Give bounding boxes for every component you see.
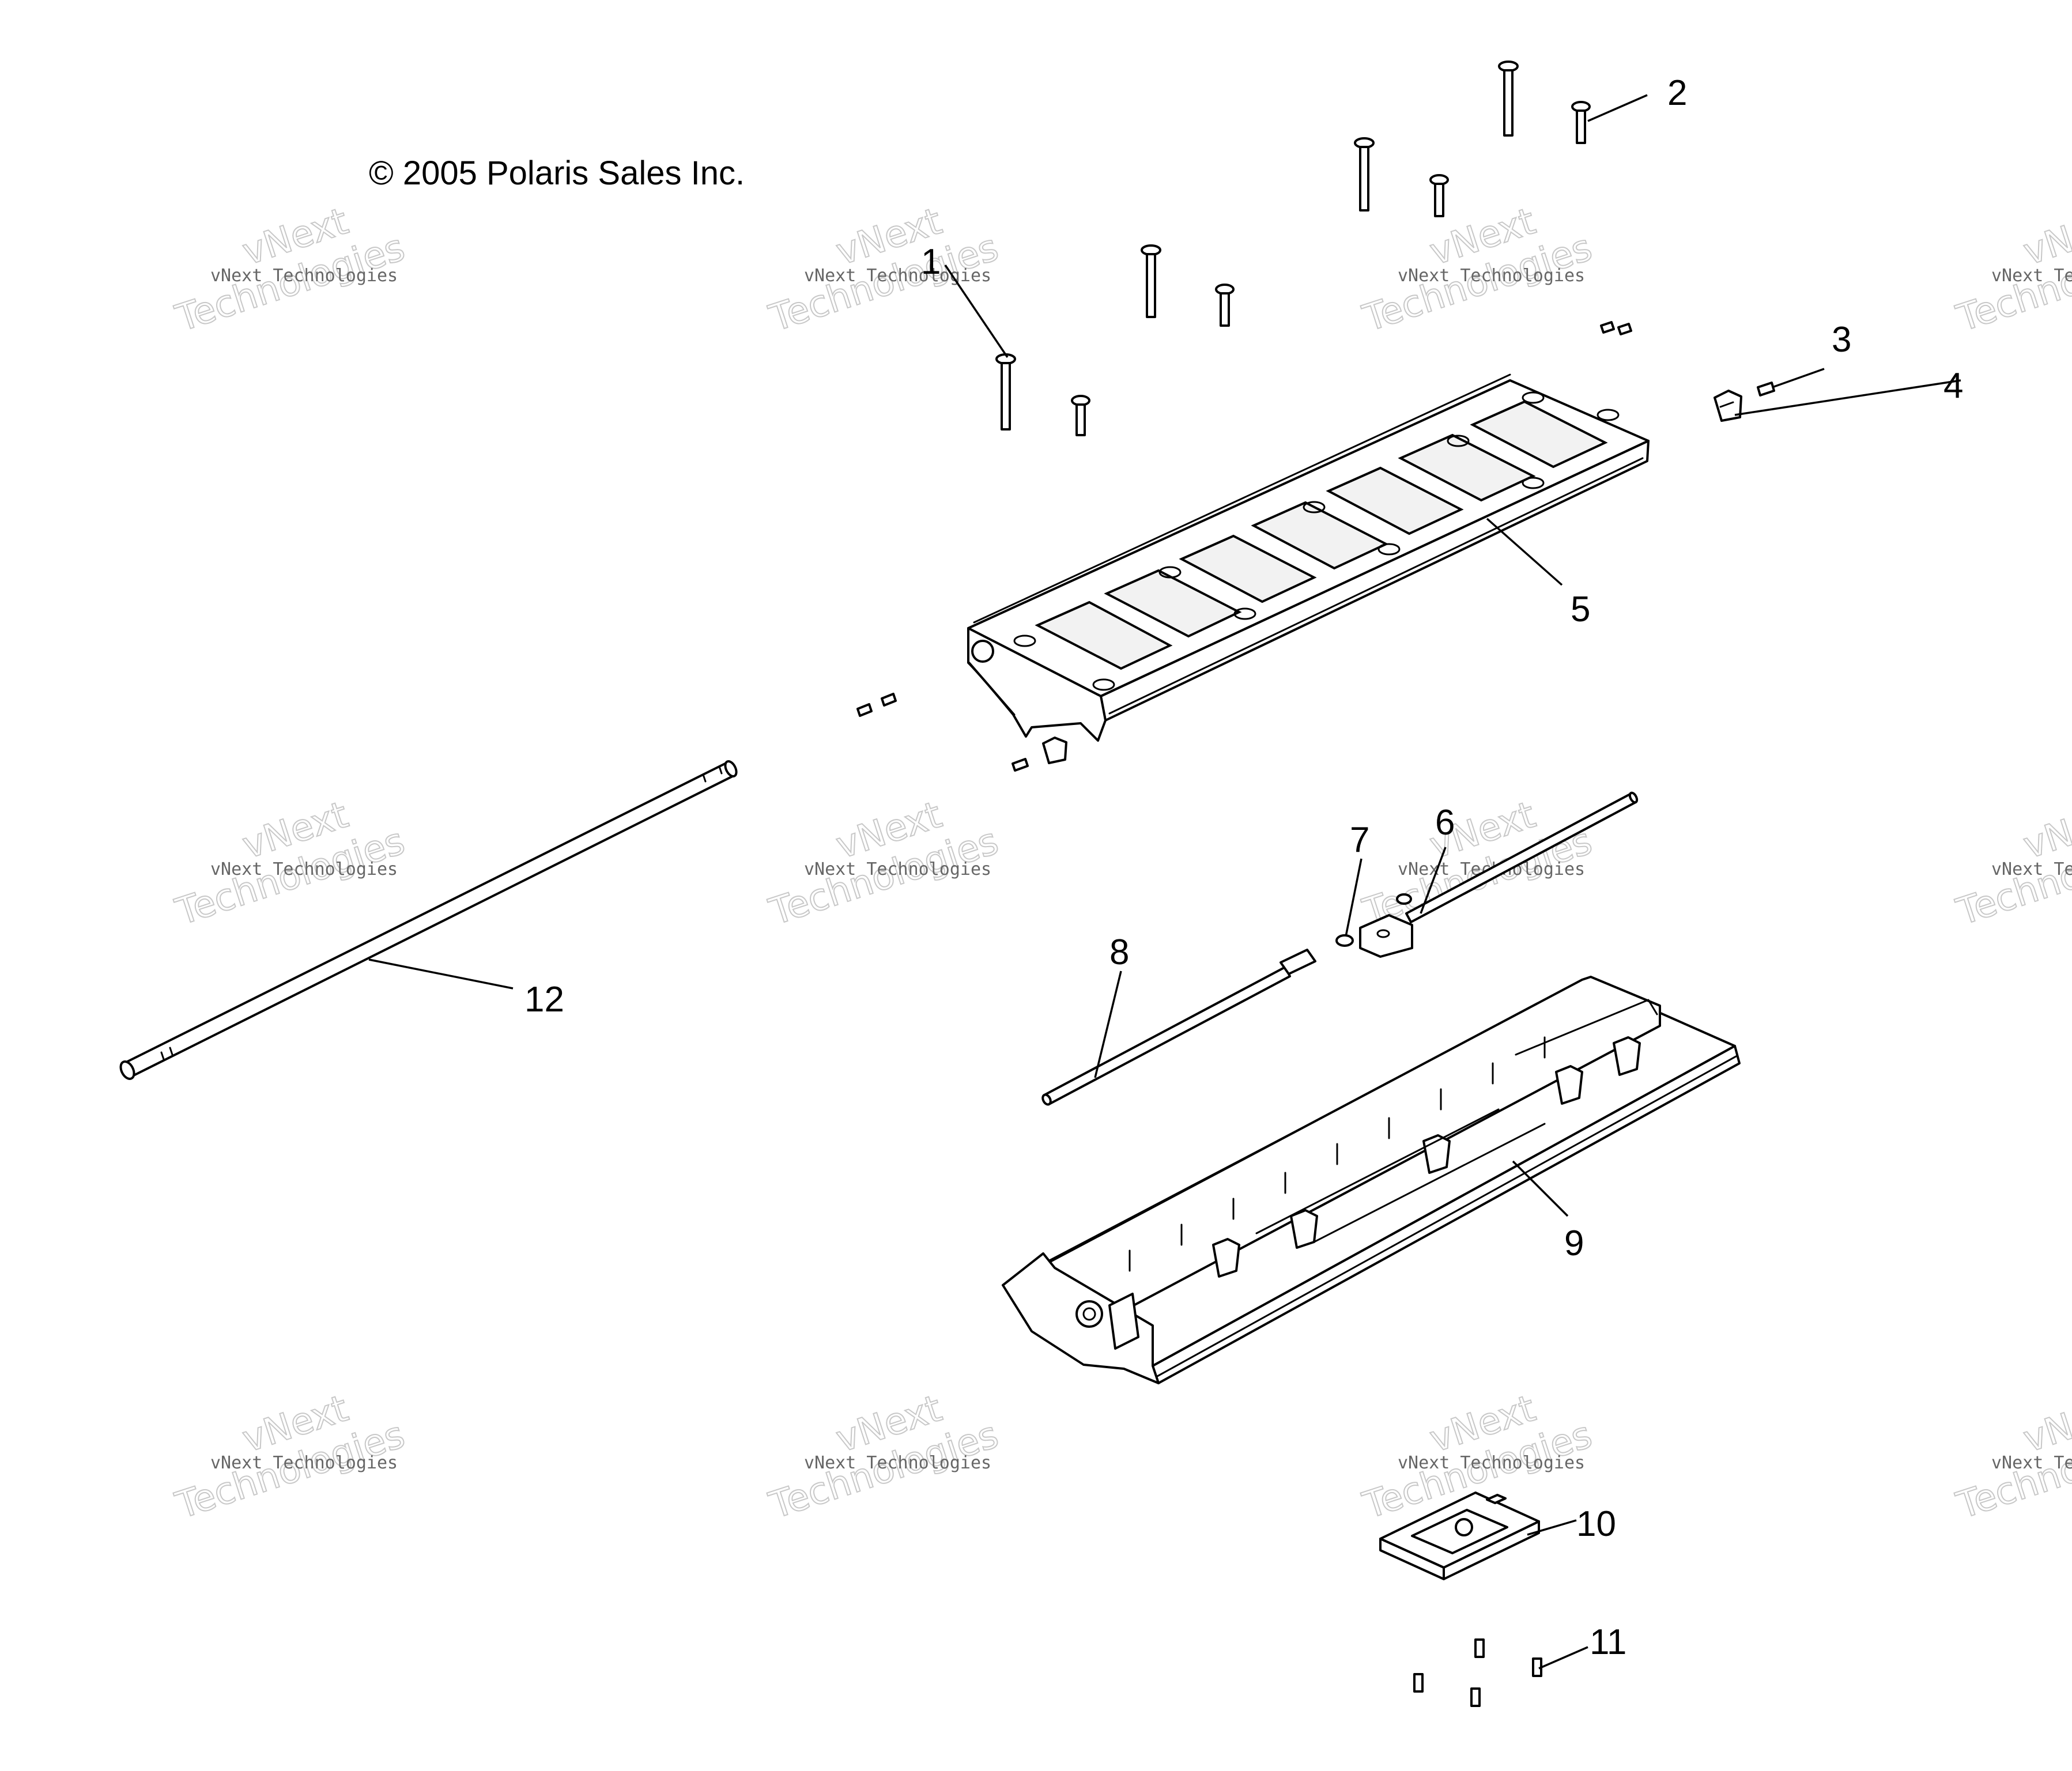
watermark-text: vNext Technologies: [804, 859, 991, 879]
part-1-2-screws: [856, 61, 1632, 772]
screw-long-1: [995, 353, 1016, 431]
callout-5: 5: [1571, 590, 1590, 629]
screw-long-4: [1498, 61, 1519, 137]
watermark-text: vNext Technologies: [210, 266, 398, 286]
screw-short-3: [1429, 174, 1449, 217]
screw-long-2: [1141, 244, 1161, 318]
watermark-text: vNext Technologies: [210, 859, 398, 879]
watermark-text: vNext Technologies: [1398, 266, 1585, 286]
part-6-rod: [1405, 791, 1639, 923]
callout-4: 4: [1943, 366, 1963, 406]
copyright-text: © 2005 Polaris Sales Inc.: [369, 154, 745, 192]
callout-11: 11: [1590, 1622, 1626, 1662]
callout-3: 3: [1832, 320, 1851, 360]
watermark-text: vNext Technologies: [1991, 266, 2072, 286]
callout-labels: 1 2 3 4 5 6 7 8 9 10 11 12: [524, 73, 1963, 1662]
callout-7: 7: [1350, 820, 1369, 860]
watermark-text: vNext Technologies: [804, 266, 991, 286]
callout-2: 2: [1667, 73, 1687, 113]
callout-6: 6: [1435, 803, 1455, 843]
screw-short-4: [1571, 101, 1591, 144]
bolt-holes: [1013, 391, 1620, 691]
part-9-lower-tray: [1002, 976, 1741, 1384]
leader-lines: [368, 94, 1961, 1670]
part-3-bolt: [1757, 382, 1775, 397]
callout-1: 1: [921, 242, 941, 282]
part-7-bracket: [1335, 893, 1413, 958]
watermark-text: vNext Technologies: [210, 1453, 398, 1473]
part-5-upper-panel: [967, 373, 1650, 764]
screw-short-1: [1071, 395, 1090, 436]
screw-long-3: [1354, 137, 1375, 212]
part-8-strap: [1041, 949, 1316, 1106]
part-10-latch-housing: [1379, 1491, 1540, 1580]
watermark-text: vNext Technologies: [1398, 1453, 1585, 1473]
watermark-text: vNext Technologies: [1991, 859, 2072, 879]
pad-row: [1035, 400, 1608, 670]
part-12-tube: [119, 760, 738, 1080]
part-11-screws: [1413, 1638, 1542, 1707]
part-4-clip: [1714, 390, 1742, 422]
screw-short-2: [1215, 284, 1235, 327]
watermark-text: vNext Technologies: [804, 1453, 991, 1473]
callout-8: 8: [1109, 932, 1129, 972]
callout-10: 10: [1576, 1504, 1616, 1544]
callout-12: 12: [524, 980, 564, 1019]
callout-9: 9: [1564, 1224, 1584, 1263]
watermark-text: vNext Technologies: [1991, 1453, 2072, 1473]
